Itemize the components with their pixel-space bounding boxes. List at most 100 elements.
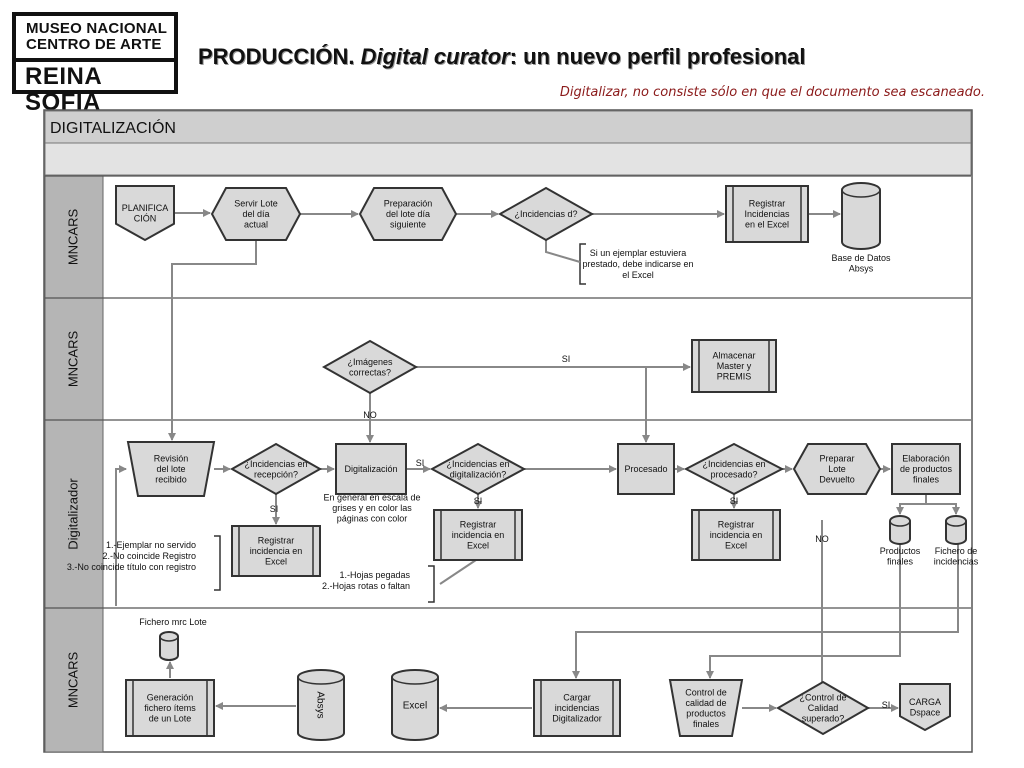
node-carga-dspace	[899, 683, 951, 732]
node-excel	[391, 669, 439, 741]
title-prefix: PRODUCCIÓN.	[198, 44, 361, 69]
node-absys-rim	[297, 676, 345, 685]
label-digitalizacion: Digitalización	[344, 464, 397, 474]
lane-label-4: MNCARS	[65, 652, 80, 709]
node-productos-finales-db-rim	[889, 520, 911, 527]
lane-header-2	[44, 297, 104, 421]
bracket-note-prestado	[579, 243, 586, 285]
node-fichero-mrc-db-rim	[159, 636, 179, 642]
node-bd-absys	[841, 182, 881, 250]
edge-elaboracion-to-productos	[896, 494, 927, 515]
edge-label-si-control: SI	[882, 700, 891, 710]
node-registrar-recepcion	[231, 525, 321, 577]
lane-label-2: MNCARS	[65, 331, 80, 388]
node-imagenes-correctas	[321, 339, 419, 395]
label-procesado: Procesado	[624, 464, 667, 474]
edge-label-si-recepcion: SI	[270, 504, 279, 514]
edge-elaboracion-to-incidencias	[926, 503, 960, 515]
node-procesado	[617, 443, 675, 495]
slide-subtitle: Digitalizar, no consiste sólo en que el …	[559, 85, 985, 100]
pool-subheader	[44, 142, 972, 176]
slide-title: PRODUCCIÓN. Digital curator: un nuevo pe…	[198, 44, 998, 76]
edge-revision-loop-back	[115, 465, 127, 606]
node-fichero-incidencias-db-rim	[945, 520, 967, 527]
node-registrar-excel-1	[725, 185, 809, 243]
node-inc-procesado	[683, 442, 785, 496]
node-absys	[297, 669, 345, 741]
node-fichero-incidencias-db	[945, 515, 967, 545]
node-incidencias-d	[497, 186, 595, 242]
edge-label-no-imagenes: NO	[363, 410, 377, 420]
node-bd-absys-rim	[841, 189, 881, 198]
node-inc-digitalizacion	[429, 442, 527, 496]
node-productos-finales-db	[889, 515, 911, 545]
node-excel-rim	[391, 676, 439, 685]
node-generacion	[125, 679, 215, 737]
logo-line-1: MUSEO NACIONAL	[26, 20, 168, 37]
node-preparacion	[358, 187, 458, 241]
edge-productos-db-to-control	[706, 544, 901, 679]
title-italic: Digital curator	[360, 44, 510, 69]
label-incidencias-d: ¿Incidencias d?	[514, 209, 577, 219]
node-revision-lote	[126, 441, 216, 497]
node-inc-recepcion	[229, 442, 323, 496]
logo-line-2: CENTRO DE ARTE	[26, 36, 162, 53]
pool-header	[44, 110, 972, 144]
edge-incidencias-db-to-cargar	[572, 544, 959, 679]
edge-label-si-procesado: SI	[730, 496, 739, 506]
node-cargar-incidencias	[533, 679, 621, 737]
lane-header-1	[44, 175, 104, 299]
lane-header-4	[44, 607, 104, 753]
lane-label-3: Digitalizador	[65, 478, 80, 550]
node-preparar-lote	[792, 443, 882, 495]
lane-header-3	[44, 419, 104, 609]
node-elaboracion	[891, 443, 961, 495]
node-fichero-mrc-db	[159, 631, 179, 661]
node-registrar-procesado	[691, 509, 781, 561]
label-absys: Absys	[315, 691, 326, 718]
node-control-superado	[776, 680, 870, 736]
pool-title: DIGITALIZACIÓN	[50, 118, 176, 137]
label-excel: Excel	[403, 701, 427, 712]
node-servir-lote	[210, 187, 302, 241]
edge-incidencias-to-note	[545, 240, 581, 263]
node-registrar-digitalizacion	[433, 509, 523, 561]
bracket-note-ejemplar	[214, 535, 221, 591]
bracket-note-hojas	[428, 565, 435, 603]
edge-servir-to-revision	[168, 240, 257, 441]
logo-divider	[16, 58, 174, 62]
edge-label-si-digitalizacion-down: SI	[474, 496, 483, 506]
title-suffix: : un nuevo perfil profesional	[509, 44, 806, 69]
edge-label-si-digitalizacion-right: SI	[416, 458, 425, 468]
node-digitalizacion	[335, 443, 407, 495]
node-planificacion	[115, 185, 175, 242]
lane-label-1: MNCARS	[65, 209, 80, 266]
edge-label-si-imagenes: SI	[562, 354, 571, 364]
node-almacenar	[691, 339, 777, 393]
label-fichero-mrc-db: Fichero mrc Lote	[139, 617, 207, 627]
edge-label-no-control: NO	[815, 534, 829, 544]
